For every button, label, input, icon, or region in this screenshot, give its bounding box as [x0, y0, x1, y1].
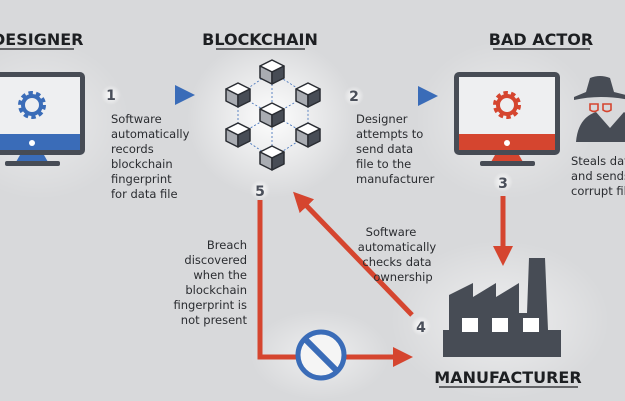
svg-text:fingerprint is: fingerprint is [174, 298, 248, 312]
bad-actor-monitor-gear-icon [454, 72, 560, 166]
svg-text:BAD ACTOR: BAD ACTOR [489, 30, 593, 49]
step-3: 3 [493, 172, 513, 266]
step-1: 1 Software automatically records blockch… [101, 85, 195, 201]
title-designer: DESIGNER [0, 30, 83, 50]
step-2: 2 Designer attempts to send data file to… [344, 86, 438, 186]
svg-text:when the: when the [193, 268, 247, 282]
svg-text:Designer: Designer [356, 112, 408, 126]
svg-text:file to the: file to the [356, 157, 411, 171]
title-manufacturer: MANUFACTURER [434, 368, 582, 388]
step-5: 5 Breach discovered when the blockchain … [174, 180, 413, 367]
svg-text:Software: Software [111, 112, 162, 126]
svg-text:Steals data: Steals data [571, 154, 625, 168]
svg-text:discovered: discovered [184, 253, 247, 267]
svg-text:attempts to: attempts to [356, 127, 423, 141]
svg-text:manufacturer: manufacturer [356, 172, 435, 186]
svg-text:3: 3 [498, 176, 508, 192]
designer-monitor-gear-icon [0, 72, 85, 166]
cube-icon [259, 145, 285, 171]
cube-icon [225, 122, 251, 148]
svg-text:ownership: ownership [373, 270, 432, 284]
svg-text:4: 4 [416, 320, 426, 336]
svg-text:DESIGNER: DESIGNER [0, 30, 83, 49]
cube-icon [259, 59, 285, 85]
svg-text:records: records [111, 142, 154, 156]
svg-text:not present: not present [181, 313, 248, 327]
svg-text:send data: send data [356, 142, 413, 156]
svg-text:MANUFACTURER: MANUFACTURER [434, 368, 581, 387]
svg-text:for data file: for data file [111, 187, 178, 201]
blockchain-cubes-icon [225, 59, 321, 171]
svg-text:automatically: automatically [358, 240, 437, 254]
svg-text:BLOCKCHAIN: BLOCKCHAIN [202, 30, 318, 49]
title-blockchain: BLOCKCHAIN [202, 30, 318, 50]
factory-icon [443, 258, 561, 357]
no-entry-icon [295, 329, 347, 381]
cube-icon [259, 102, 285, 128]
svg-text:automatically: automatically [111, 127, 190, 141]
cube-icon [225, 82, 251, 108]
cube-icon [295, 82, 321, 108]
svg-text:and sends: and sends [571, 169, 625, 183]
svg-text:blockchain: blockchain [185, 283, 247, 297]
svg-text:5: 5 [255, 184, 265, 200]
svg-text:blockchain: blockchain [111, 157, 173, 171]
svg-text:Software: Software [366, 225, 417, 239]
svg-text:checks data: checks data [362, 255, 431, 269]
step-4: 4 Software automatically checks data own… [293, 191, 437, 336]
bad-actor-note: Steals data and sends corrupt file [571, 154, 625, 198]
spy-icon [574, 76, 625, 142]
svg-text:fingerprint: fingerprint [111, 172, 172, 186]
svg-text:2: 2 [349, 89, 359, 105]
cube-icon [295, 122, 321, 148]
svg-text:Breach: Breach [207, 238, 247, 252]
svg-text:1: 1 [106, 88, 116, 104]
svg-text:corrupt file: corrupt file [571, 184, 625, 198]
title-bad-actor: BAD ACTOR [489, 30, 593, 50]
